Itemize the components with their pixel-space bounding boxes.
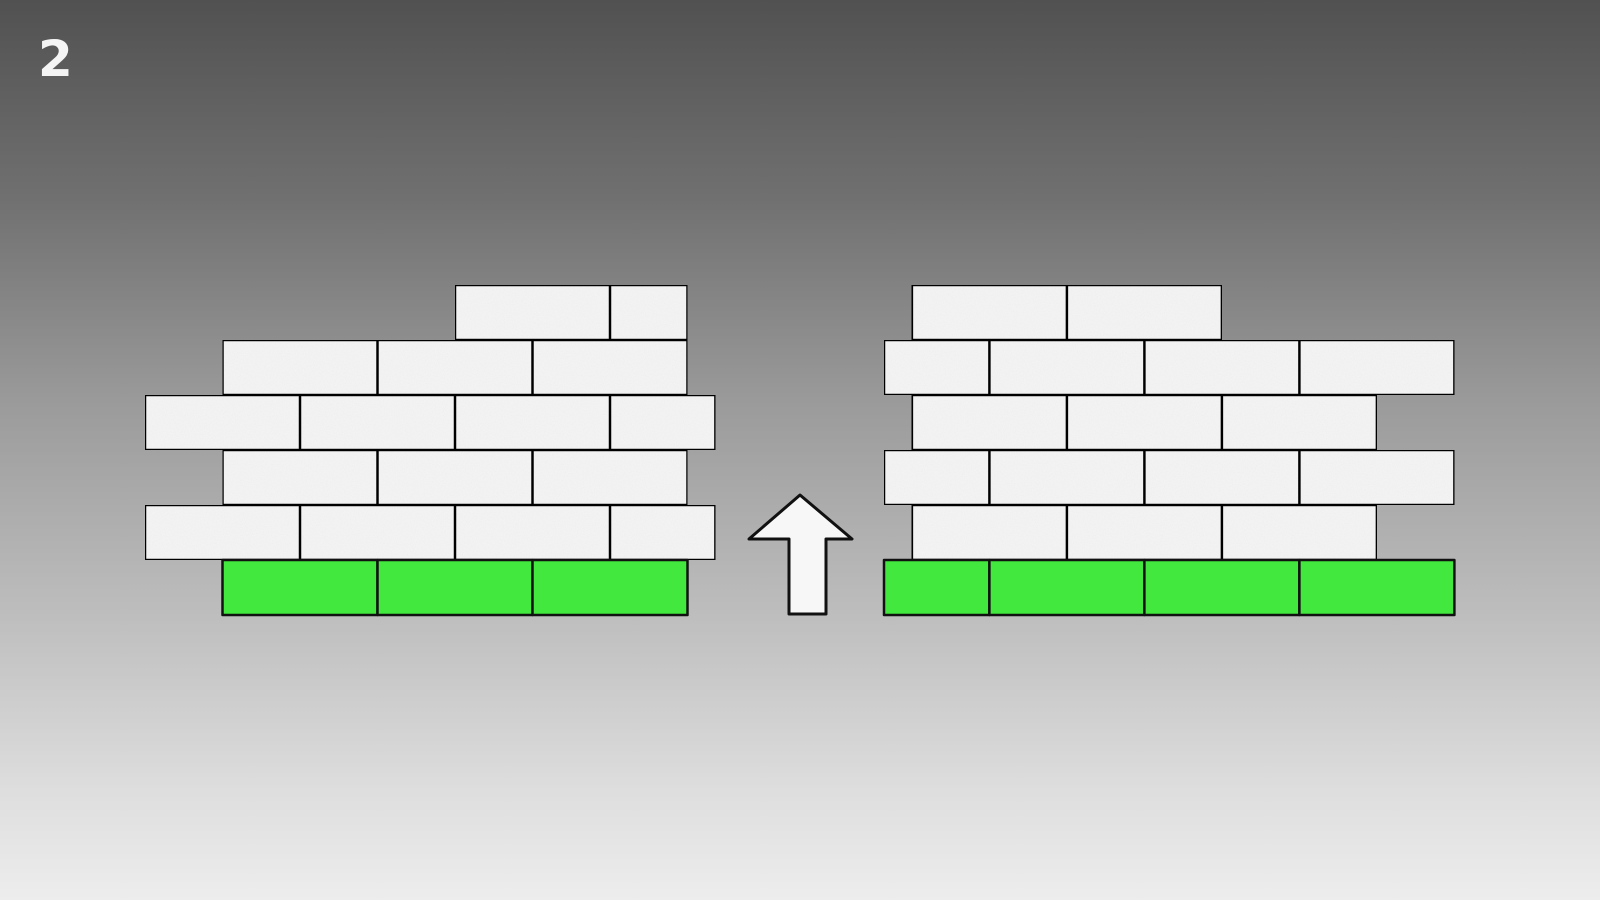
white-brick[interactable]	[376, 448, 534, 507]
green-brick[interactable]	[988, 558, 1146, 617]
level-number: 2	[38, 30, 74, 88]
white-brick[interactable]	[1143, 448, 1301, 507]
white-brick[interactable]	[531, 448, 689, 507]
white-brick[interactable]	[882, 338, 991, 397]
green-brick[interactable]	[531, 558, 689, 617]
white-brick[interactable]	[608, 503, 717, 562]
white-brick[interactable]	[143, 503, 302, 562]
white-brick[interactable]	[608, 393, 717, 452]
arrow-up-icon[interactable]	[747, 493, 854, 616]
green-brick[interactable]	[376, 558, 534, 617]
green-brick[interactable]	[221, 558, 379, 617]
white-brick[interactable]	[1298, 338, 1456, 397]
white-brick[interactable]	[1220, 503, 1379, 562]
white-brick[interactable]	[531, 338, 689, 397]
white-brick[interactable]	[1065, 503, 1224, 562]
green-brick[interactable]	[1298, 558, 1456, 617]
white-brick[interactable]	[910, 393, 1069, 452]
white-brick[interactable]	[298, 393, 457, 452]
white-brick[interactable]	[221, 338, 379, 397]
white-brick[interactable]	[453, 503, 612, 562]
white-brick[interactable]	[1143, 338, 1301, 397]
right-wall[interactable]	[882, 283, 1456, 617]
green-brick[interactable]	[1143, 558, 1301, 617]
white-brick[interactable]	[453, 393, 612, 452]
white-brick[interactable]	[882, 448, 991, 507]
white-brick[interactable]	[1220, 393, 1379, 452]
white-brick[interactable]	[453, 283, 612, 342]
white-brick[interactable]	[376, 338, 534, 397]
white-brick[interactable]	[298, 503, 457, 562]
white-brick[interactable]	[910, 503, 1069, 562]
white-brick[interactable]	[1298, 448, 1456, 507]
left-wall[interactable]	[143, 283, 717, 617]
white-brick[interactable]	[1065, 283, 1224, 342]
white-brick[interactable]	[143, 393, 302, 452]
white-brick[interactable]	[988, 448, 1146, 507]
white-brick[interactable]	[608, 283, 689, 342]
white-brick[interactable]	[910, 283, 1069, 342]
white-brick[interactable]	[1065, 393, 1224, 452]
white-brick[interactable]	[221, 448, 379, 507]
white-brick[interactable]	[988, 338, 1146, 397]
green-brick[interactable]	[882, 558, 991, 617]
